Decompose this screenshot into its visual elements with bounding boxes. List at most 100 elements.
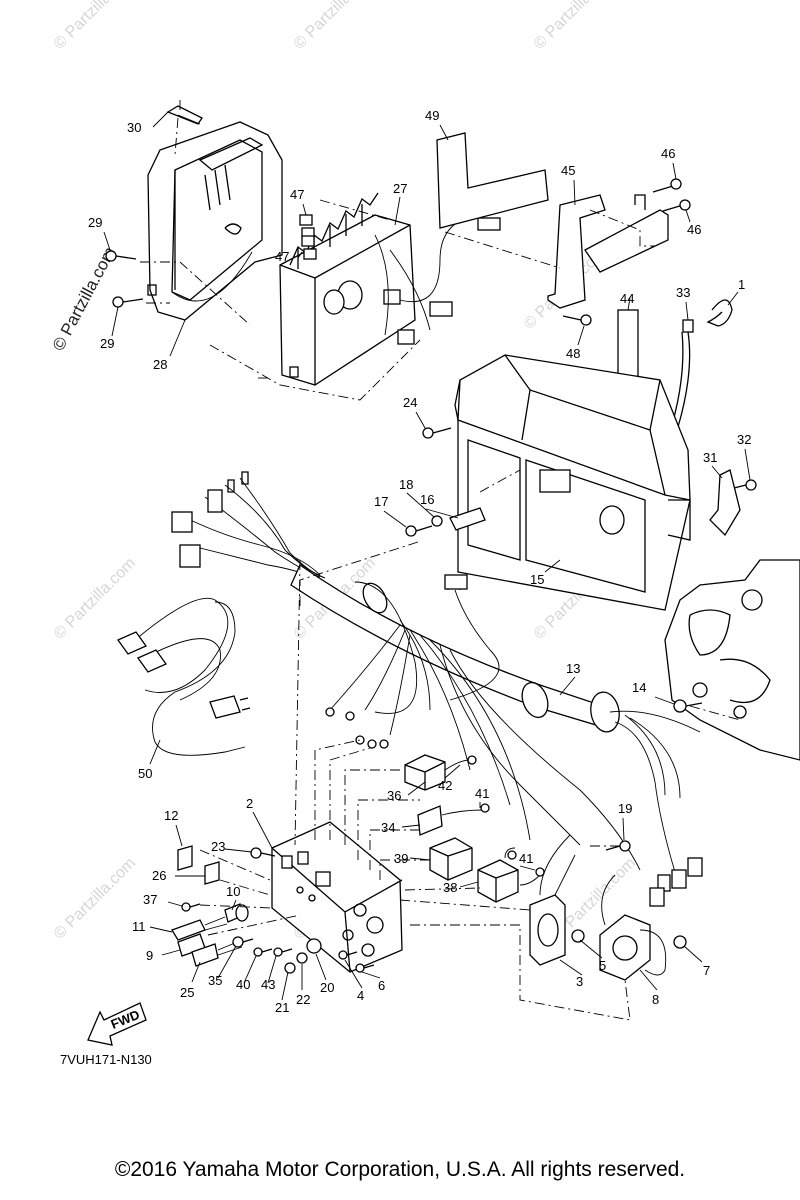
part-number-label: 29 — [88, 215, 102, 230]
screw-43 — [273, 947, 293, 957]
panel-part-2 — [271, 821, 403, 973]
part-number-label: 43 — [261, 977, 275, 992]
part-number-label: 35 — [208, 973, 222, 988]
reference-lines — [140, 100, 741, 1021]
part-number-label: 31 — [703, 450, 717, 465]
part-number-label: 18 — [399, 477, 413, 492]
leader-lines — [103, 111, 751, 1001]
watermark: © Partzilla.com — [51, 0, 139, 53]
bolt-17 — [405, 525, 433, 537]
part-number-label: 3 — [576, 974, 583, 989]
part-25 — [191, 939, 243, 967]
bolt-48 — [562, 314, 592, 326]
part-number-label: 29 — [100, 336, 114, 351]
part-number-label: 13 — [566, 661, 580, 676]
diagram-code: 7VUH171-N130 — [60, 1052, 152, 1067]
part-number-label: 25 — [180, 985, 194, 1000]
part-number-label: 24 — [403, 395, 417, 410]
washer-22 — [296, 952, 308, 964]
bolt-46 — [652, 178, 691, 212]
inverter-part-27 — [279, 192, 501, 386]
screw-37 — [181, 902, 201, 912]
part-number-label: 20 — [320, 980, 334, 995]
plate-part-16 — [449, 507, 486, 531]
control-box-part-15 — [454, 354, 691, 611]
part-number-label: 14 — [632, 680, 646, 695]
part-number-label: 7 — [703, 963, 710, 978]
switch-26 — [204, 861, 220, 885]
sheet-part-49 — [436, 132, 549, 229]
part-number-label: 16 — [420, 492, 434, 507]
bolt-30 — [166, 105, 203, 125]
nut-7 — [673, 935, 687, 949]
copyright-notice: ©2016 Yamaha Motor Corporation, U.S.A. A… — [114, 1158, 686, 1181]
screw-6 — [355, 963, 375, 973]
part-number-label: 39 — [394, 851, 408, 866]
part-number-label: 40 — [236, 977, 250, 992]
screw-4 — [338, 950, 358, 960]
screw-40 — [253, 947, 273, 957]
part-10 — [224, 903, 249, 923]
part-number-label: 45 — [561, 163, 575, 178]
watermark: © Partzilla.com — [51, 855, 139, 943]
part-number-label: 17 — [374, 494, 388, 509]
part-number-label: 30 — [127, 120, 141, 135]
relay-part-36 — [404, 754, 477, 791]
part-number-label: 46 — [661, 146, 675, 161]
charging-cable-part-50 — [117, 597, 251, 756]
part-number-label: 41 — [519, 851, 533, 866]
breaker-part-39 — [429, 837, 473, 881]
part-labels: 1 2 3 4 5 6 7 8 9 10 11 12 13 14 15 16 1… — [88, 108, 751, 1015]
part-number-label: 15 — [530, 572, 544, 587]
bracket-part-45 — [547, 194, 669, 309]
breaker-part-34 — [417, 803, 490, 836]
part-number-label: 8 — [652, 992, 659, 1007]
watermark: © Partzilla.com — [51, 555, 139, 643]
screw-23 — [250, 847, 276, 859]
part-number-label: 47 — [290, 187, 304, 202]
part-number-label: 27 — [393, 181, 407, 196]
breaker-part-38 — [477, 847, 545, 903]
part-number-label: 36 — [387, 788, 401, 803]
part-number-label: 38 — [443, 880, 457, 895]
part-number-label: 49 — [425, 108, 439, 123]
part-number-label: 23 — [211, 839, 225, 854]
nut-20 — [306, 938, 322, 954]
clip-47 — [299, 214, 317, 260]
washer-21 — [284, 962, 296, 974]
nut-5 — [571, 929, 585, 943]
part-number-label: 21 — [275, 1000, 289, 1015]
part-number-label: 37 — [143, 892, 157, 907]
part-number-label: 9 — [146, 948, 153, 963]
part-number-label: 48 — [566, 346, 580, 361]
cover-part-28 — [147, 121, 283, 321]
bolt-32 — [733, 479, 757, 491]
part-number-label: 47 — [275, 249, 289, 264]
part-number-label: 4 — [357, 988, 364, 1003]
part-number-label: 11 — [132, 919, 146, 934]
outlet-part-3 — [529, 834, 576, 966]
part-number-label: 44 — [620, 291, 634, 306]
lamp-part-11 — [171, 916, 228, 941]
watermark: © Partzilla.com — [291, 0, 379, 53]
watermark: © Partzilla.com — [531, 0, 619, 53]
part-number-label: 50 — [138, 766, 152, 781]
bolt-14 — [673, 699, 703, 713]
cable-tie-33 — [671, 319, 694, 428]
bolt-29 — [105, 250, 144, 308]
part-number-label: 42 — [438, 778, 452, 793]
part-number-label: 33 — [676, 285, 690, 300]
fwd-arrow: FWD — [87, 1002, 147, 1046]
part-number-label: 10 — [226, 884, 240, 899]
part-number-label: 22 — [296, 992, 310, 1007]
part-number-label: 26 — [152, 868, 166, 883]
part-number-label: 12 — [164, 808, 178, 823]
outlet-part-8 — [599, 874, 667, 981]
wire-harness-part-13 — [171, 471, 703, 907]
part-number-label: 5 — [599, 958, 606, 973]
part-number-label: 28 — [153, 357, 167, 372]
part-number-label: 34 — [381, 820, 395, 835]
switch-12 — [177, 845, 193, 871]
engine-block — [664, 559, 800, 761]
